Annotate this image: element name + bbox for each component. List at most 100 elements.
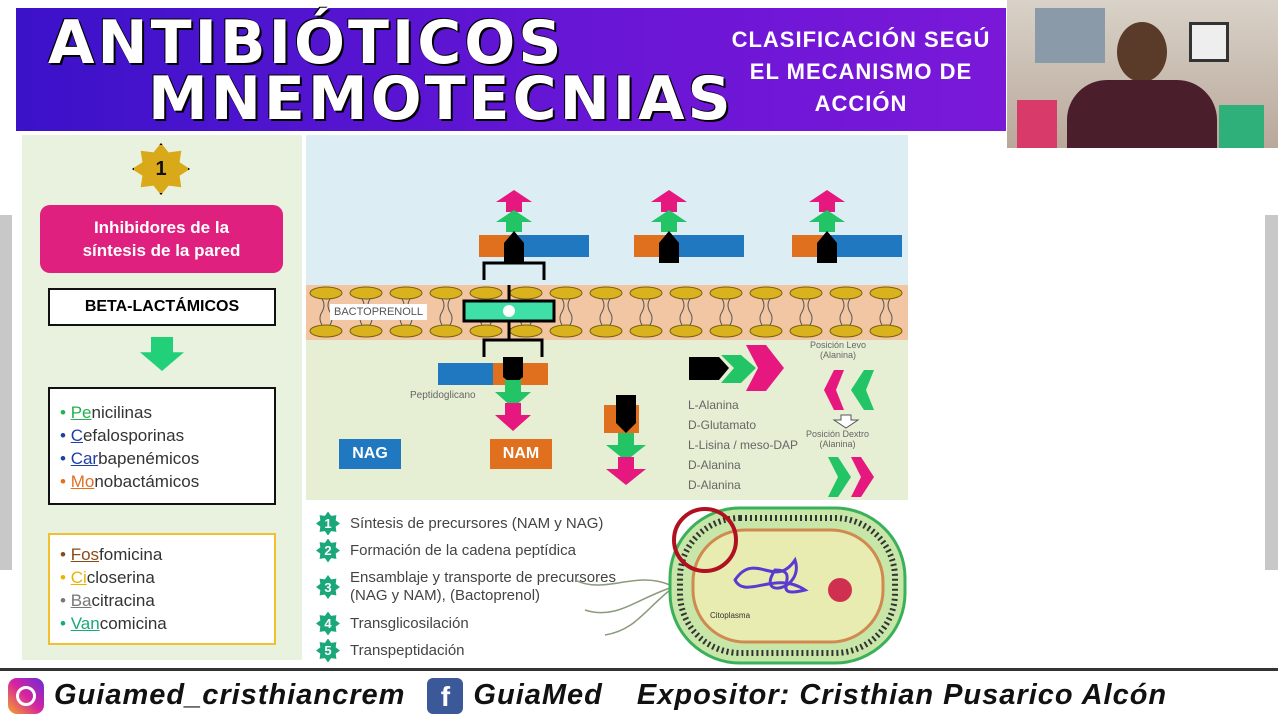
- lipid-tail: [599, 298, 613, 326]
- step-number-badge: 1: [316, 511, 340, 536]
- diagram-shapes: [438, 190, 902, 497]
- antibiotic-rest: comicina: [99, 614, 167, 633]
- antibiotic-mnemonic: Fos: [70, 545, 100, 564]
- levo-text: Posición Levo: [810, 340, 867, 350]
- wall-frame: [1189, 22, 1229, 62]
- carrier-site: [503, 305, 515, 317]
- right-arrow-icon: [746, 345, 784, 391]
- lipid-tail: [719, 298, 733, 326]
- step-number-badge: 2: [316, 538, 340, 563]
- step-text: Ensamblaje y transporte de precursores (…: [350, 569, 616, 604]
- peptide-block: [689, 357, 729, 380]
- amino-acid: D-Glutamato: [688, 418, 757, 432]
- subtitle: CLASIFICACIÓN SEGÚ EL MECANISMO DE ACCIÓ…: [706, 24, 1016, 120]
- instagram-icon: [8, 677, 44, 714]
- title-banner: ANTIBIÓTICOS MNEMOTECNIAS CLASIFICACIÓN …: [16, 8, 1006, 131]
- number-badge: 1: [132, 143, 190, 195]
- step-text: Transglicosilación: [350, 614, 469, 632]
- subtitle-line: EL MECANISMO DE: [749, 59, 973, 84]
- antibiotic-mnemonic: Van: [70, 614, 100, 633]
- step-text: Formación de la cadena peptídica: [350, 541, 576, 559]
- dextro-label: Posición Dextro(Alanina): [806, 429, 869, 449]
- antibiotic-mnemonic: Ba: [70, 591, 92, 610]
- bactoprenol-label: BACTOPRENOLL: [330, 304, 428, 320]
- amino-acid: D-Alanina: [688, 478, 741, 492]
- peptidoglicano-label: Peptidoglicano: [410, 390, 476, 401]
- webcam-overlay: [1007, 0, 1278, 148]
- lipid-head: [429, 324, 463, 338]
- lipid-head: [589, 324, 623, 338]
- lipid-head: [789, 286, 823, 300]
- nam-block: NAM: [490, 439, 552, 469]
- expositor-text: Expositor: Cristhian Pusarico Alcón: [636, 679, 1168, 711]
- amino-acid: D-Alanina: [688, 458, 741, 472]
- step-number-badge: 3: [316, 575, 340, 599]
- lipid-head: [789, 324, 823, 338]
- lipid-head: [589, 286, 623, 300]
- peptide-block: [659, 231, 679, 263]
- lipid-head: [869, 324, 903, 338]
- lipid-head: [749, 324, 783, 338]
- subtitle-line: ACCIÓN: [814, 91, 908, 116]
- nag-block: NAG: [339, 439, 401, 469]
- step-text: Transpeptidación: [350, 641, 465, 659]
- lipid-head: [549, 286, 583, 300]
- amino-acid: L-Lisina / meso-DAP: [688, 438, 799, 452]
- right-edge-bar: [1265, 215, 1278, 570]
- dextro-text: (Alanina): [819, 439, 856, 449]
- down-arrow-icon: [140, 337, 184, 371]
- lipid-head: [469, 324, 503, 338]
- facebook-icon: f: [427, 677, 464, 714]
- levo-label: Posición Levo(Alanina): [810, 340, 866, 360]
- down-arrow-icon: [606, 457, 646, 485]
- up-arrow-icon: [809, 210, 845, 232]
- instagram-handle: Guiamed_cristhiancrem: [54, 679, 406, 711]
- antibiotic-panel: 1 Inhibidores de la síntesis de la pared…: [22, 135, 302, 660]
- lipid-head: [389, 286, 423, 300]
- step-text: Síntesis de precursores (NAM y NAG): [350, 514, 604, 532]
- down-arrow-icon: [495, 380, 531, 408]
- antibiotic-item: • Vancomicina: [60, 614, 167, 633]
- lipid-head: [309, 286, 343, 300]
- pink-box: [1017, 100, 1057, 148]
- step-item: 1 Síntesis de precursores (NAM y NAG): [316, 510, 650, 537]
- lipid-head: [669, 286, 703, 300]
- footer-bar: Guiamed_cristhiancrem f GuiaMed Exposito…: [0, 668, 1278, 720]
- up-arrow-icon: [651, 210, 687, 232]
- bacterium-illustration: Citoplasma: [575, 506, 907, 665]
- peptidoglycan-diagram: BACTOPRENOLL Peptidoglicano NAG NAM L-Al…: [306, 135, 908, 500]
- antibiotic-mnemonic: Mo: [70, 472, 95, 491]
- antibiotic-item: • Cicloserina: [60, 568, 155, 587]
- lipid-head: [429, 286, 463, 300]
- antibiotic-item: • Carbapenémicos: [60, 449, 200, 468]
- antibiotic-mnemonic: C: [70, 426, 83, 445]
- lipid-head: [829, 324, 863, 338]
- left-arrow-icon: [824, 370, 844, 410]
- lipid-head: [389, 324, 423, 338]
- lipid-head: [709, 286, 743, 300]
- antibiotic-item: • Penicilinas: [60, 403, 152, 422]
- lipid-tail: [839, 298, 853, 326]
- step-item: 5 Transpeptidación: [316, 637, 650, 664]
- step-number-badge: 5: [316, 638, 340, 663]
- category-label: Inhibidores de la síntesis de la pared: [40, 205, 283, 273]
- antibiotic-rest: efalosporinas: [82, 426, 185, 445]
- connector: [482, 261, 546, 280]
- lipid-tail: [759, 298, 773, 326]
- wall-poster: [1035, 8, 1105, 63]
- lipid-head: [669, 324, 703, 338]
- antibiotic-mnemonic: Ci: [70, 568, 87, 587]
- antibiotic-rest: fomicina: [99, 545, 163, 564]
- extracellular-area: [306, 135, 908, 285]
- left-edge-bar: [0, 215, 12, 570]
- lipid-tail: [799, 298, 813, 326]
- lipid-bilayer: [309, 286, 903, 338]
- up-arrow-icon: [809, 190, 845, 212]
- nag-unit: [669, 235, 744, 257]
- nag-unit: [514, 235, 589, 257]
- right-arrow-icon: [721, 355, 756, 383]
- down-arrow-icon: [606, 433, 646, 461]
- antibiotic-rest: closerina: [86, 568, 155, 587]
